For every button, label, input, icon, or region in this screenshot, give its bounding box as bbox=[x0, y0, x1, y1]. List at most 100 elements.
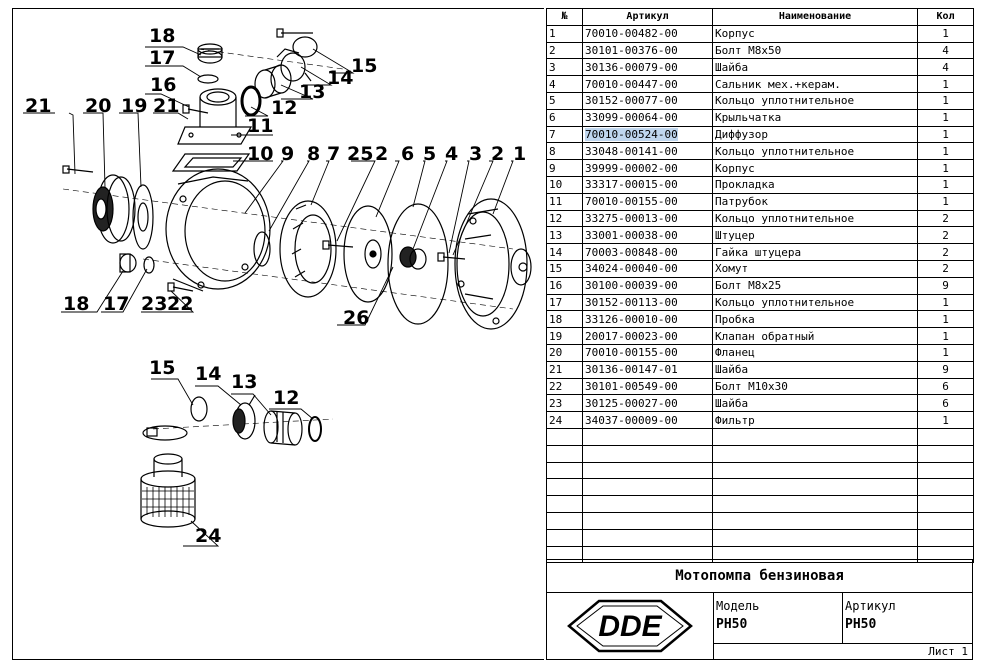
row-name: Кольцо уплотнительное bbox=[712, 209, 918, 228]
o-ring-5 bbox=[387, 203, 449, 325]
row-qty: 1 bbox=[917, 293, 974, 312]
empty-cell bbox=[712, 427, 918, 446]
highlighted-article[interactable]: 70010-00524-00 bbox=[585, 127, 678, 141]
row-number: 23 bbox=[546, 394, 583, 413]
row-article: 30136-00147-01 bbox=[582, 360, 713, 379]
row-qty: 1 bbox=[917, 91, 974, 110]
row-name: Кольцо уплотнительное bbox=[712, 142, 918, 161]
row-number: 17 bbox=[546, 293, 583, 312]
row-name: Фильтр bbox=[712, 411, 918, 429]
row-number: 21 bbox=[546, 360, 583, 379]
row-number: 15 bbox=[546, 259, 583, 278]
row-article: 30136-00079-00 bbox=[582, 58, 713, 77]
row-number: 20 bbox=[546, 343, 583, 362]
row-number: 6 bbox=[546, 108, 583, 127]
callout-15-bottom: 15 bbox=[149, 357, 176, 379]
row-name: Прокладка bbox=[712, 175, 918, 194]
row-article: 70010-00447-00 bbox=[582, 75, 713, 93]
row-qty: 1 bbox=[917, 175, 974, 194]
row-number: 16 bbox=[546, 276, 583, 295]
fitting-13-top bbox=[254, 64, 292, 99]
empty-cell bbox=[917, 427, 974, 446]
empty-table-row bbox=[546, 545, 974, 564]
empty-cell bbox=[546, 495, 583, 513]
callout-4: 4 bbox=[445, 143, 459, 165]
row-number: 8 bbox=[546, 142, 583, 161]
header-number: № bbox=[546, 8, 583, 26]
filter-24 bbox=[140, 453, 196, 528]
empty-cell bbox=[582, 461, 713, 480]
row-article: 39999-00002-00 bbox=[582, 159, 713, 177]
row-article: 30152-00113-00 bbox=[582, 293, 713, 312]
callout-19: 19 bbox=[121, 95, 148, 117]
row-article: 33001-00038-00 bbox=[582, 226, 713, 245]
row-number: 7 bbox=[546, 125, 583, 144]
row-qty: 4 bbox=[917, 58, 974, 77]
logo-text: DDE bbox=[598, 610, 662, 643]
callout-16-top: 16 bbox=[150, 74, 177, 96]
callout-3: 3 bbox=[469, 143, 483, 165]
gasket-10 bbox=[171, 153, 251, 172]
row-number: 5 bbox=[546, 91, 583, 110]
empty-table-row bbox=[546, 478, 974, 497]
empty-table-row bbox=[546, 444, 974, 463]
row-number: 24 bbox=[546, 411, 583, 429]
row-name: Сальник мех.+керам. bbox=[712, 75, 918, 93]
callout-24: 24 bbox=[195, 525, 222, 547]
fitting-13-bottom bbox=[263, 410, 303, 446]
row-number: 11 bbox=[546, 192, 583, 211]
row-number: 3 bbox=[546, 58, 583, 77]
row-name: Фланец bbox=[712, 343, 918, 362]
gasket-10-inner bbox=[183, 157, 243, 168]
callout-6: 6 bbox=[401, 143, 415, 165]
impeller-6 bbox=[343, 205, 393, 303]
empty-cell bbox=[582, 511, 713, 530]
callout-2-left: 2 bbox=[375, 143, 389, 165]
row-article: 70003-00848-00 bbox=[582, 243, 713, 261]
row-number: 4 bbox=[546, 75, 583, 93]
leader-lines bbox=[23, 46, 514, 547]
row-number: 22 bbox=[546, 377, 583, 396]
row-article: 33048-00141-00 bbox=[582, 142, 713, 161]
row-article: 30125-00027-00 bbox=[582, 394, 713, 413]
callout-9: 9 bbox=[281, 143, 295, 165]
row-name: Клапан обратный bbox=[712, 327, 918, 345]
row-qty: 1 bbox=[917, 327, 974, 345]
row-qty: 1 bbox=[917, 75, 974, 93]
article-label: Артикул bbox=[845, 599, 896, 613]
callout-22: 22 bbox=[167, 293, 194, 315]
row-name: Штуцер bbox=[712, 226, 918, 245]
o-ring-12-bottom bbox=[308, 416, 322, 442]
row-qty: 2 bbox=[917, 226, 974, 245]
outlet-pipe bbox=[177, 88, 253, 145]
row-qty: 6 bbox=[917, 394, 974, 413]
row-number: 19 bbox=[546, 327, 583, 345]
callout-2-right: 2 bbox=[491, 143, 505, 165]
row-qty: 1 bbox=[917, 108, 974, 127]
bolt-22 bbox=[167, 282, 194, 292]
dde-logo-svg: DDE bbox=[567, 599, 693, 653]
row-article: 30101-00549-00 bbox=[582, 377, 713, 396]
row-qty: 4 bbox=[917, 41, 974, 60]
callout-23: 23 bbox=[141, 293, 168, 315]
empty-cell bbox=[582, 427, 713, 446]
mech-seal-4 bbox=[399, 246, 427, 270]
callout-13-top: 13 bbox=[299, 81, 326, 103]
empty-cell bbox=[546, 511, 583, 530]
row-name: Гайка штуцера bbox=[712, 243, 918, 261]
callout-20: 20 bbox=[85, 95, 112, 117]
empty-cell bbox=[712, 495, 918, 513]
row-qty: 9 bbox=[917, 360, 974, 379]
empty-table-row bbox=[546, 495, 974, 513]
callout-11: 11 bbox=[247, 115, 274, 137]
empty-cell bbox=[712, 478, 918, 497]
